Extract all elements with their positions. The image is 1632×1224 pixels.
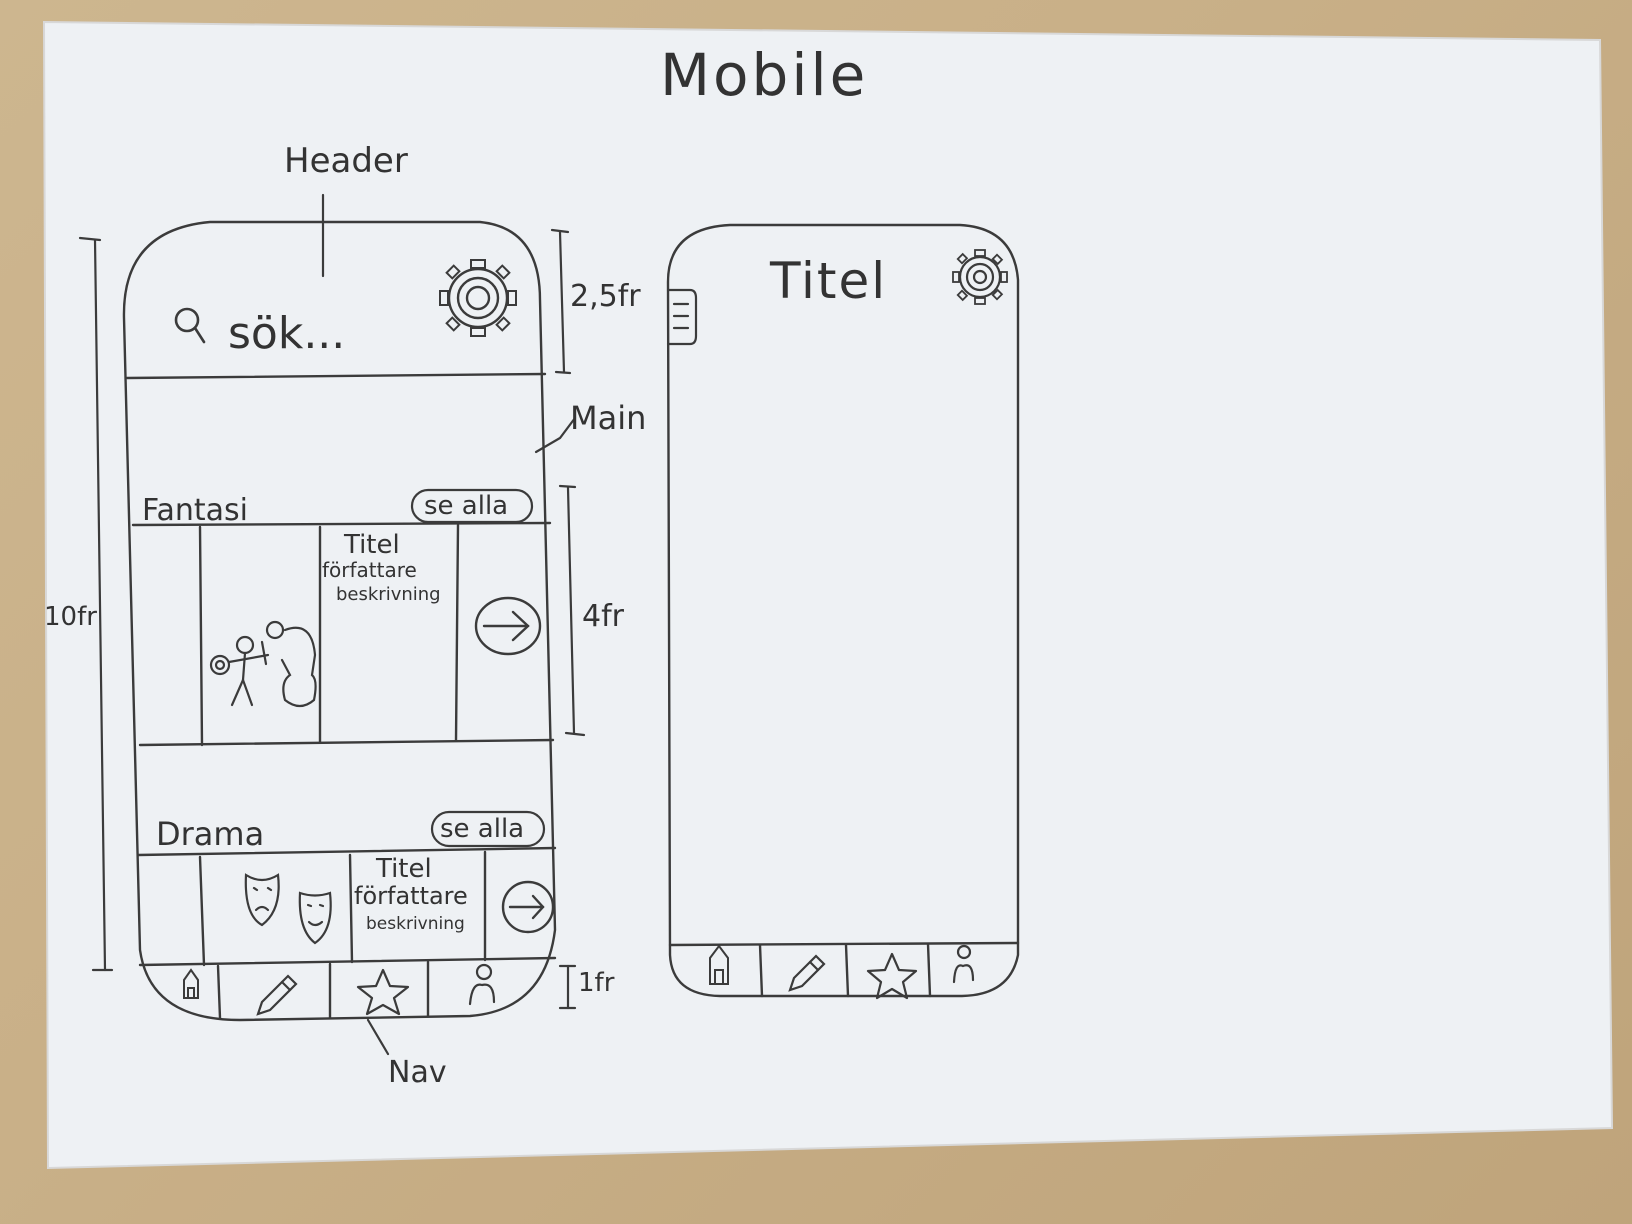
home-phone-frame: [122, 220, 557, 1022]
star-icon[interactable]: [356, 968, 410, 1016]
annotation-header: Header: [284, 141, 408, 181]
arrow-right-circle-icon[interactable]: [474, 596, 542, 656]
person-icon[interactable]: [468, 963, 496, 1006]
menu-icon[interactable]: [666, 288, 698, 346]
card-description: beskrivning: [366, 914, 465, 934]
search-input[interactable]: sök...: [228, 308, 346, 359]
annotation-nav: Nav: [388, 1055, 447, 1090]
section-title-drama: Drama: [156, 815, 265, 853]
page-title: Titel: [770, 252, 888, 310]
pencil-icon[interactable]: [256, 974, 298, 1016]
drama-masks-image: [244, 873, 332, 945]
card-description: beskrivning: [336, 584, 441, 605]
arrow-right-circle-icon[interactable]: [501, 880, 555, 934]
annotation-row-height: 4fr: [582, 599, 624, 634]
annotation-main: Main: [570, 399, 647, 437]
gear-icon[interactable]: [952, 249, 1008, 305]
annotation-nav-height: 1fr: [578, 968, 615, 998]
card-title: Titel: [376, 854, 432, 884]
sheet-title: Mobile: [660, 41, 869, 109]
star-icon[interactable]: [866, 952, 918, 1000]
see-all-button-drama[interactable]: [430, 810, 546, 848]
home-icon[interactable]: [183, 968, 199, 999]
annotation-header-height: 2,5fr: [570, 279, 641, 314]
see-all-button-fantasi[interactable]: [410, 488, 534, 524]
card-author: författare: [354, 882, 468, 910]
dimension-lines: [78, 193, 586, 1056]
pencil-icon[interactable]: [788, 954, 826, 992]
card-author: författare: [322, 558, 417, 582]
detail-phone-frame: [666, 223, 1020, 998]
person-icon[interactable]: [952, 944, 975, 984]
search-icon[interactable]: [174, 307, 206, 344]
figure-sketch-image: [209, 620, 317, 708]
annotation-total: 10fr: [44, 602, 97, 632]
home-icon[interactable]: [709, 944, 729, 985]
see-all-label-fantasi[interactable]: se alla: [424, 491, 509, 521]
see-all-label-drama[interactable]: se alla: [440, 814, 525, 844]
card-title: Titel: [344, 530, 400, 560]
gear-icon[interactable]: [439, 259, 517, 337]
section-title-fantasi: Fantasi: [142, 493, 249, 528]
